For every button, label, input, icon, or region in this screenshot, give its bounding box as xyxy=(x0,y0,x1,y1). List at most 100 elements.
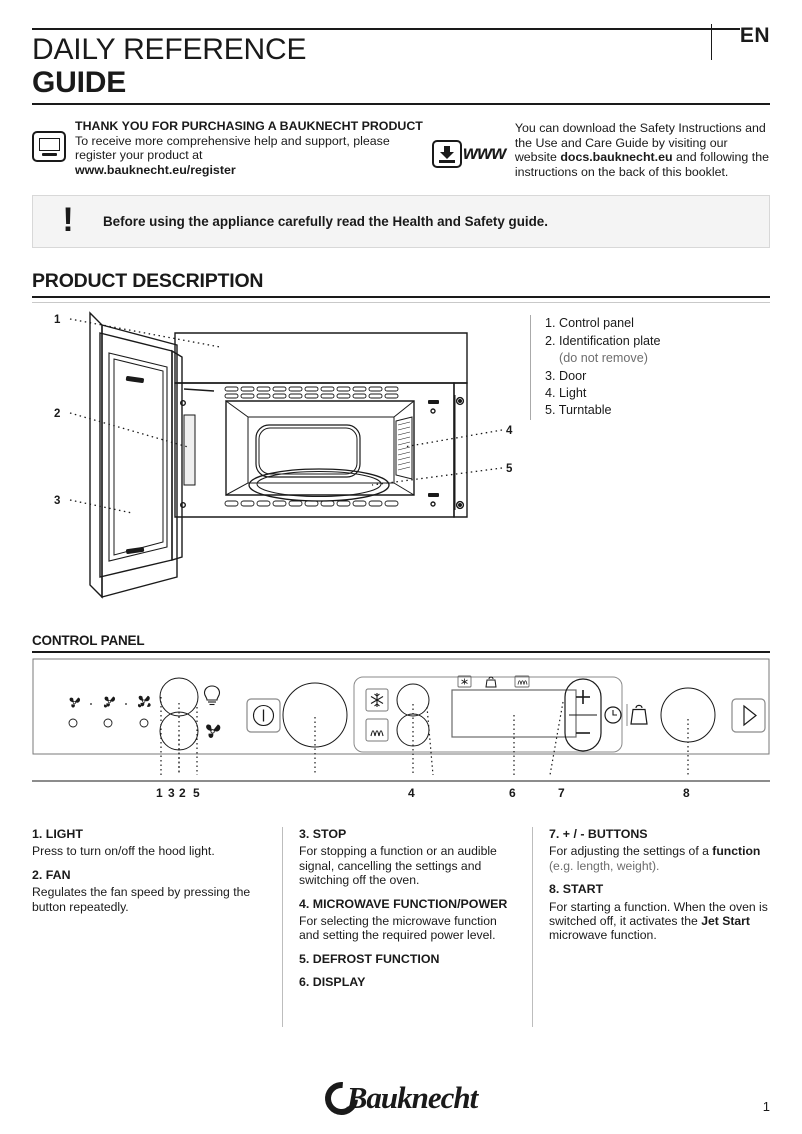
fan-speed-2-indicator xyxy=(103,718,113,728)
clock-icon xyxy=(604,706,622,724)
desc-heading: 6. DISPLAY xyxy=(299,975,366,990)
page-title-line2: GUIDE xyxy=(32,66,127,99)
desc-body: For selecting the microwave function and… xyxy=(299,913,497,943)
product-legend: 1. Control panel 2. Identification plate… xyxy=(530,315,661,420)
monitor-icon xyxy=(32,119,66,179)
download-site[interactable]: docs.bauknecht.eu xyxy=(560,150,673,165)
desc-body-post: (e.g. length, weight). xyxy=(549,858,660,873)
desc-heading: 3. STOP xyxy=(299,826,347,841)
legend-item: 3. Door xyxy=(545,368,661,385)
product-description-title: PRODUCT DESCRIPTION xyxy=(32,270,264,293)
legend-label: Identification plate xyxy=(559,333,661,348)
legend-sublabel: (do not remove) xyxy=(559,351,648,366)
desc-column-3: 7. + / - BUTTONS For adjusting the setti… xyxy=(532,826,770,1027)
defrost-snowflake-icon xyxy=(365,688,389,712)
desc-body: For starting a function. When the oven i… xyxy=(549,900,770,943)
section-rule xyxy=(32,296,770,299)
cp-callout-6: 6 xyxy=(509,786,516,800)
brand-name: Bauknecht xyxy=(346,1080,479,1115)
plus-minus-buttons xyxy=(564,678,602,752)
microwave-indicator-icon xyxy=(514,675,530,688)
section-rule xyxy=(32,651,770,653)
cp-callout-2: 2 xyxy=(179,786,186,800)
legend-label: Control panel xyxy=(559,316,634,331)
intro-section: THANK YOU FOR PURCHASING A BAUKNECHT PRO… xyxy=(32,119,770,179)
safety-warning-banner: ! Before using the appliance carefully r… xyxy=(32,195,770,249)
cp-callout-8: 8 xyxy=(683,786,690,800)
legend-num: 4. xyxy=(545,386,556,400)
download-body-pre: You can download the Safety Instructions… xyxy=(514,121,766,165)
callout-number-1: 1 xyxy=(54,314,61,326)
desc-heading: 4. MICROWAVE FUNCTION/POWER xyxy=(299,896,508,911)
download-text: You can download the Safety Instructions… xyxy=(515,119,770,179)
legend-num: 5. xyxy=(545,403,556,418)
desc-body-bold: function xyxy=(712,844,761,859)
legend-item: 5. Turntable xyxy=(545,402,661,419)
legend-item: 1. Control panel xyxy=(545,315,661,332)
download-icon: www xyxy=(432,119,506,179)
language-code: EN xyxy=(739,24,770,47)
page-number: 1 xyxy=(762,1099,770,1114)
register-link[interactable]: www.bauknecht.eu/register xyxy=(75,162,236,177)
page-title-line1: DAILY REFERENCE xyxy=(32,33,307,66)
weight-indicator-icon xyxy=(485,676,497,688)
desc-body-pre: For starting a function. When the oven i… xyxy=(549,899,768,928)
legend-label: Door xyxy=(559,368,587,383)
desc-body: For stopping a function or an audible si… xyxy=(299,844,497,888)
desc-heading: 8. START xyxy=(549,882,604,897)
www-label: www xyxy=(463,143,506,165)
control-panel-title: CONTROL PANEL xyxy=(32,633,145,649)
plus-icon xyxy=(576,689,590,704)
microwave-waves-icon xyxy=(365,718,389,742)
fan-speed-3-indicator xyxy=(139,718,149,728)
cp-callout-5: 5 xyxy=(193,786,200,800)
desc-body: Regulates the fan speed by pressing the … xyxy=(32,885,251,914)
callout-number-2: 2 xyxy=(54,408,60,420)
control-panel-illustration: 1 3 2 5 4 6 7 8 xyxy=(32,658,770,800)
defrost-button xyxy=(396,683,430,717)
start-button xyxy=(731,698,766,733)
register-text: THANK YOU FOR PURCHASING A BAUKNECHT PRO… xyxy=(75,119,432,179)
page-header: EN DAILY REFERENCE GUIDE xyxy=(32,0,770,105)
legend-label: Light xyxy=(559,386,587,400)
legend-num: 2. xyxy=(545,333,556,348)
light-bulb-icon xyxy=(203,685,221,705)
microwave-oven-illustration: 1 2 3 4 5 xyxy=(54,311,513,600)
language-divider xyxy=(711,24,712,60)
desc-heading: 2. FAN xyxy=(32,867,71,882)
stop-icon xyxy=(252,704,275,726)
callout-number-3: 3 xyxy=(54,495,60,507)
desc-body: Press to turn on/off the hood light. xyxy=(32,844,215,859)
control-panel-diagram-area: 1 3 2 5 4 6 7 8 xyxy=(32,657,770,817)
legend-label: Turntable xyxy=(558,403,612,418)
section-rule-light xyxy=(32,302,770,304)
cp-callout-4: 4 xyxy=(408,786,415,800)
register-block: THANK YOU FOR PURCHASING A BAUKNECHT PRO… xyxy=(32,119,432,179)
fan-speed-1-indicator xyxy=(68,718,78,728)
legend-item: 4. Light xyxy=(545,385,661,402)
light-button xyxy=(159,677,199,717)
header-top-rule xyxy=(32,28,740,30)
exclamation-icon: ! xyxy=(62,201,74,240)
fan-speed-1-icon xyxy=(69,697,81,708)
page-footer: Bauknecht 1 xyxy=(0,1074,802,1122)
desc-heading: 5. DEFROST FUNCTION xyxy=(299,951,440,966)
desc-body-bold: Jet Start xyxy=(701,913,750,928)
download-body-post: and following the instructions on the ba… xyxy=(514,150,769,179)
legend-num: 1. xyxy=(545,316,556,331)
desc-body: For adjusting the settings of a function… xyxy=(549,844,770,873)
desc-column-2: 3. STOP For stopping a function or an au… xyxy=(282,826,532,1027)
desc-body-pre: For adjusting the settings of a xyxy=(549,844,713,859)
legend-item: 2. Identification plate xyxy=(545,333,661,350)
register-body: To receive more comprehensive help and s… xyxy=(75,133,390,163)
watt-indicator-icon xyxy=(457,675,472,688)
weight-icon xyxy=(630,704,648,725)
callout-number-5: 5 xyxy=(506,463,513,475)
stop-button xyxy=(246,698,281,733)
download-block: www You can download the Safety Instruct… xyxy=(432,119,770,179)
legend-num: 3. xyxy=(545,368,556,383)
function-group-box xyxy=(353,676,623,753)
product-diagram-area: 1 2 3 4 5 1. Control panel 2. Identifica… xyxy=(32,305,770,615)
fan-speed-2-icon xyxy=(103,696,116,708)
